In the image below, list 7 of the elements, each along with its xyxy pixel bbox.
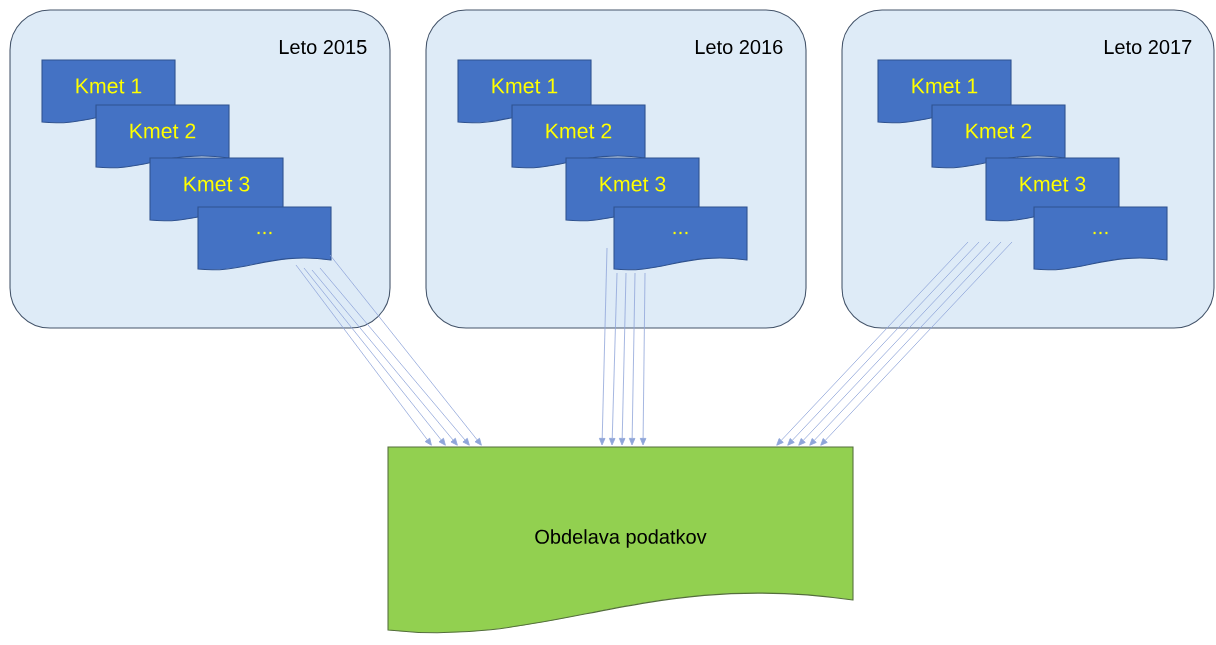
arrow xyxy=(609,272,618,446)
arrow xyxy=(295,264,432,446)
arrow xyxy=(628,272,636,446)
arrow xyxy=(639,272,647,446)
arrow xyxy=(618,272,627,446)
arrow xyxy=(329,254,482,446)
arrow xyxy=(598,247,608,446)
